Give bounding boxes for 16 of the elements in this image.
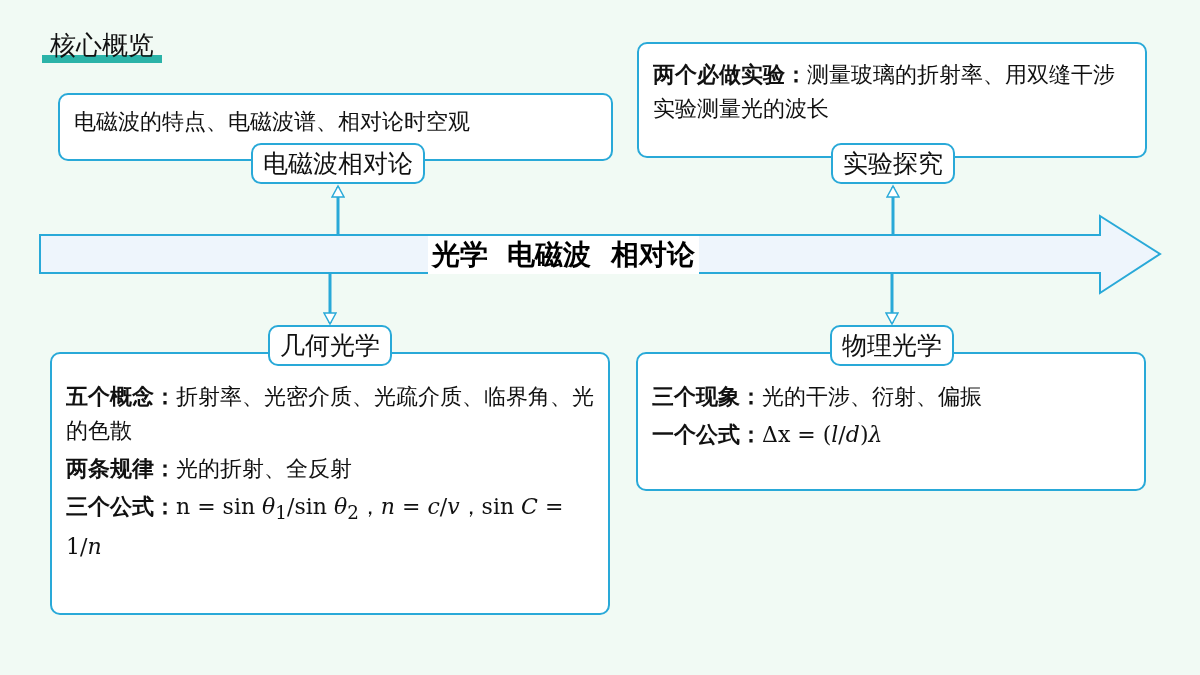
panel-text: 三个公式：n = sin θ$_{1}$/sin θ$_{2}$，n = c/v，sin C = 1/n [66,493,565,562]
arrow [886,185,900,235]
panel-text: 一个公式：Δx = (l/d)λ [652,421,884,449]
heading-tab: 几何光学 [268,325,392,366]
arrow [331,185,345,235]
heading-tab: 电磁波相对论 [251,143,425,184]
center-title: 光学 电磁波 相对论 [428,236,699,274]
panel-text: 三个现象：光的干涉、衍射、偏振 [652,383,983,411]
panel-text: 电磁波的特点、电磁波谱、相对论时空观 [74,108,471,136]
panel-text: 两条规律：光的折射、全反射 [66,455,353,483]
arrow [323,272,337,325]
heading-tab: 物理光学 [830,325,954,366]
arrow [885,272,899,325]
heading-tab: 实验探究 [831,143,955,184]
panel-text: 两个必做实验：测量玻璃的折射率、用双缝干涉实验测量光的波长 [653,61,1116,123]
panel-text: 五个概念：折射率、光密介质、光疏介质、临界角、光的色散 [66,383,594,445]
